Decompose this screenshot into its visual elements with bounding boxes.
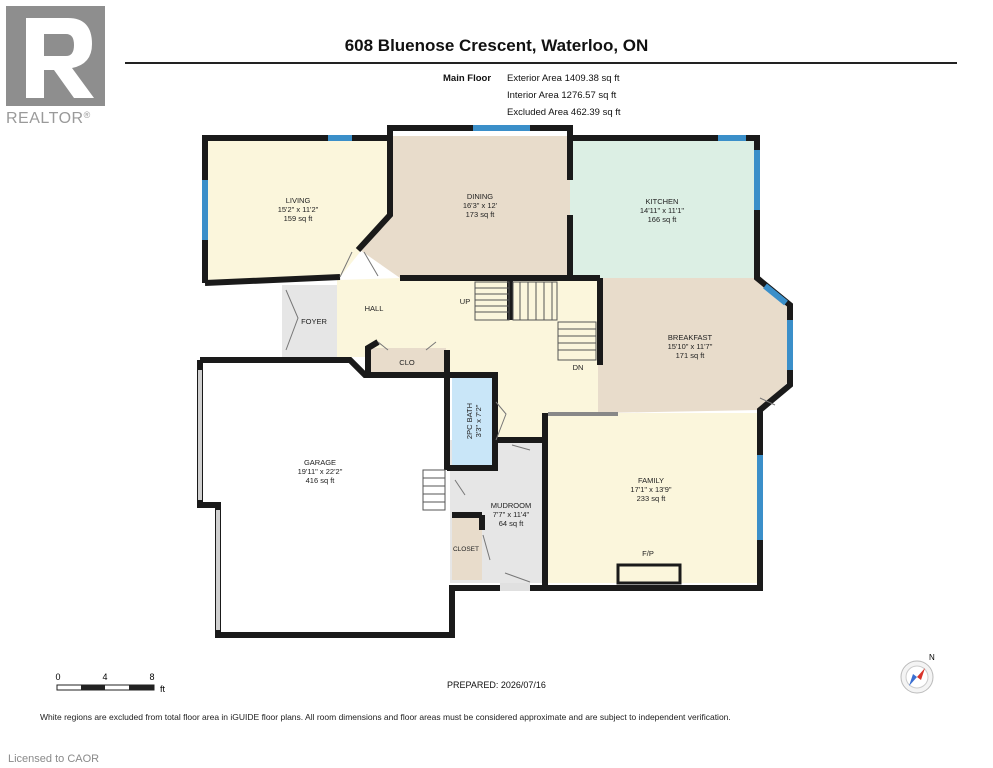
closet-label: CLOSET xyxy=(453,546,479,553)
family-dims: 17'1" x 13'9" xyxy=(630,485,671,494)
mudroom-entry xyxy=(500,583,530,591)
scale-tick: 4 xyxy=(102,672,107,682)
footer-disclaimer: White regions are excluded from total fl… xyxy=(40,712,731,722)
foyer-area xyxy=(282,285,337,357)
area-label: Excluded Area xyxy=(507,107,569,118)
garage-dims: 19'11" x 22'2" xyxy=(298,467,343,476)
realtor-logo-text: REALTOR® xyxy=(6,110,91,127)
garage-label: GARAGE xyxy=(304,458,336,467)
floor-label: Main Floor xyxy=(443,73,492,84)
living-label: LIVING xyxy=(286,196,311,205)
kitchen-label: KITCHEN xyxy=(646,197,679,206)
breakfast-dims: 15'10" x 11'7" xyxy=(668,342,713,351)
window xyxy=(763,283,788,306)
area-value: 1276.57 sq ft xyxy=(561,90,617,101)
closet-area xyxy=(452,515,482,580)
dining-room xyxy=(360,136,570,278)
living-dims: 15'2" x 11'2" xyxy=(278,205,319,214)
area-summary: Main Floor Exterior Area 1409.38 sq ft I… xyxy=(443,70,621,121)
living-room xyxy=(205,140,390,280)
dining-label: DINING xyxy=(467,192,493,201)
breakfast-label: BREAKFAST xyxy=(668,333,713,342)
area-row: Main Floor Exterior Area 1409.38 sq ft xyxy=(443,70,621,87)
room-labels: LIVING 15'2" x 11'2" 159 sq ft DINING 16… xyxy=(278,192,713,558)
fireplace xyxy=(616,563,682,585)
scale-tick: 8 xyxy=(149,672,154,682)
mudroom-area: 64 sq ft xyxy=(499,519,525,528)
area-value: 1409.38 sq ft xyxy=(564,73,620,84)
title-divider xyxy=(125,62,957,64)
kitchen-area: 166 sq ft xyxy=(648,215,678,224)
stairs-down-label: DN xyxy=(573,363,584,372)
hall-label: HALL xyxy=(365,304,384,313)
living-area: 159 sq ft xyxy=(284,214,314,223)
area-label: Exterior Area xyxy=(507,73,562,84)
family-room xyxy=(545,413,760,583)
fireplace-label: F/P xyxy=(642,549,654,558)
bath-room xyxy=(452,378,492,465)
staircase xyxy=(422,281,597,511)
bath-dims: 3'3" x 7'2" xyxy=(474,404,483,437)
page-title: 608 Bluenose Crescent, Waterloo, ON xyxy=(344,36,649,55)
stairs-up-label: UP xyxy=(460,297,470,306)
area-row: Interior Area 1276.57 sq ft xyxy=(443,87,621,104)
garage-area: 416 sq ft xyxy=(306,476,336,485)
kitchen-room xyxy=(570,140,755,278)
scale-bar: 0 4 8 ft xyxy=(55,672,165,694)
breakfast-area: 171 sq ft xyxy=(676,351,706,360)
prepared-date: PREPARED: 2026/07/16 xyxy=(447,680,546,690)
scale-tick: 0 xyxy=(55,672,60,682)
kitchen-dims: 14'11" x 11'1" xyxy=(640,206,685,215)
license-watermark: Licensed to CAOR xyxy=(8,753,100,765)
bath-label-group: 2PC BATH 3'3" x 7'2" xyxy=(465,403,483,439)
dining-dims: 16'3" x 12' xyxy=(463,201,498,210)
hall-area xyxy=(337,278,600,440)
wall xyxy=(197,360,545,638)
wall xyxy=(447,372,498,471)
bath-label: 2PC BATH xyxy=(465,403,474,439)
scale-unit: ft xyxy=(160,684,166,694)
clo-label: CLO xyxy=(399,358,415,367)
realtor-logo-mark xyxy=(6,6,105,106)
compass-icon: N xyxy=(900,653,935,694)
breakfast-room xyxy=(598,278,790,413)
foyer-label: FOYER xyxy=(301,317,327,326)
mudroom-dims: 7'7" x 11'4" xyxy=(493,510,530,519)
compass-letter: N xyxy=(929,653,935,662)
area-value: 462.39 sq ft xyxy=(570,107,621,118)
area-label: Interior Area xyxy=(507,90,559,101)
family-label: FAMILY xyxy=(638,476,664,485)
realtor-r-icon xyxy=(26,18,94,98)
wall xyxy=(355,138,393,253)
windows xyxy=(202,125,793,540)
realtor-logo xyxy=(6,6,106,110)
doors xyxy=(285,251,776,583)
walls xyxy=(197,125,793,638)
wall xyxy=(204,274,341,286)
mudroom-label: MUDROOM xyxy=(491,501,531,510)
wall xyxy=(365,339,380,375)
clo-area xyxy=(368,348,446,375)
area-row: Excluded Area 462.39 sq ft xyxy=(443,104,621,121)
dining-area: 173 sq ft xyxy=(466,210,496,219)
family-area: 233 sq ft xyxy=(637,494,667,503)
